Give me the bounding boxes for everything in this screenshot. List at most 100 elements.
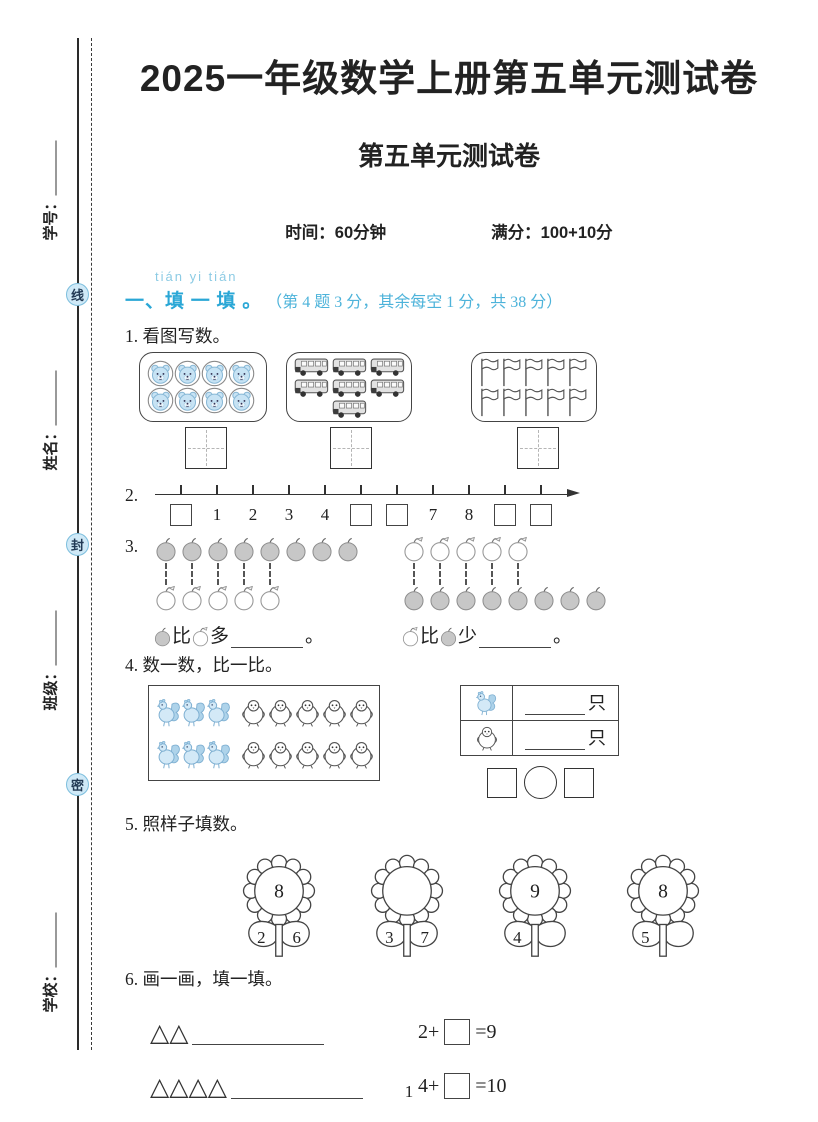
equation-right: =9 bbox=[475, 1020, 497, 1043]
white-apple-icon bbox=[180, 585, 204, 611]
equation-left: 4+ bbox=[418, 1074, 440, 1097]
score-info: 满分：100+10分 bbox=[491, 224, 613, 242]
gray-apple-icon bbox=[439, 626, 458, 647]
margin-label-text: 学号： bbox=[43, 195, 60, 241]
writing-grid-box bbox=[330, 427, 372, 469]
white-apple-icon bbox=[258, 585, 282, 611]
question-1-pictures bbox=[125, 352, 773, 422]
equation-answer-box bbox=[444, 1073, 471, 1099]
chick-icon bbox=[294, 698, 321, 727]
chick-icon bbox=[321, 698, 348, 727]
sunflower: 8 2 6 bbox=[242, 854, 316, 957]
margin-label-text: 班级： bbox=[43, 665, 60, 711]
white-apple-icon bbox=[154, 585, 178, 611]
compare-square-box bbox=[563, 767, 594, 798]
rooster-icon bbox=[476, 689, 498, 717]
gray-apple-icon bbox=[310, 536, 334, 562]
gray-fruit-row bbox=[401, 585, 609, 612]
gray-apple-icon bbox=[284, 536, 308, 562]
dashed-connector bbox=[165, 563, 167, 585]
flag-picture-box bbox=[471, 352, 597, 422]
bear-icon bbox=[228, 360, 255, 387]
chick-group bbox=[240, 740, 375, 769]
blank-line bbox=[525, 733, 585, 750]
white-apple-icon bbox=[454, 536, 478, 562]
pinyin-annotation: tián yi tián bbox=[155, 269, 238, 284]
gray-apple-icon bbox=[206, 536, 230, 562]
blank-line bbox=[525, 698, 585, 715]
blank-line bbox=[231, 629, 304, 648]
dashed-connector bbox=[191, 563, 193, 585]
question-6: 6. 画一画，填一填。 △△ 2+ =9 △△△△ 4+ =10 bbox=[125, 966, 773, 1099]
section-score-note: （第 4 题 3 分，其余每空 1 分，共 38 分） bbox=[266, 294, 563, 311]
equation-answer-box bbox=[444, 1019, 471, 1045]
bear-icon bbox=[147, 387, 174, 414]
relation-word: 多 bbox=[210, 626, 230, 647]
bear-picture-box bbox=[139, 352, 267, 422]
blank-line bbox=[479, 629, 552, 648]
number-label: 1 bbox=[212, 505, 222, 524]
tick-mark bbox=[360, 485, 362, 494]
bus-icon bbox=[330, 377, 368, 398]
triangle-icon: △ bbox=[169, 1072, 189, 1101]
compare-word: 比 bbox=[172, 626, 192, 647]
blank-line bbox=[43, 370, 57, 426]
unit-label: 只 bbox=[588, 692, 606, 713]
unit-label: 只 bbox=[588, 727, 606, 748]
question-6-label: 6. 画一画，填一填。 bbox=[125, 969, 283, 989]
leaf-value-right: 6 bbox=[293, 928, 301, 947]
margin-label-text: 姓名： bbox=[43, 425, 60, 471]
seal-badge-line: 线 bbox=[66, 283, 89, 306]
paper-content: 2025一年级数学上册第五单元测试卷 第五单元测试卷 时间：60分钟 满分：10… bbox=[125, 48, 773, 1099]
bear-icon bbox=[201, 360, 228, 387]
chick-icon bbox=[294, 740, 321, 769]
question-3: 3. 比 多 。 bbox=[125, 536, 773, 648]
tick-mark bbox=[432, 485, 434, 494]
section-heading: 一、填 一 填 。 （第 4 题 3 分，其余每空 1 分，共 38 分） bbox=[125, 286, 773, 313]
rooster-icon bbox=[157, 697, 182, 728]
bear-icon bbox=[228, 387, 255, 414]
relation-word: 少 bbox=[458, 626, 478, 647]
draw-fill-row: △△ 2+ =9 bbox=[150, 1011, 773, 1045]
bear-icon bbox=[201, 387, 228, 414]
number-line-axis bbox=[155, 489, 580, 498]
flag-icon bbox=[522, 357, 544, 387]
tick-mark bbox=[180, 485, 182, 494]
bear-icon bbox=[147, 360, 174, 387]
period: 。 bbox=[553, 626, 573, 647]
flag-icon bbox=[566, 357, 588, 387]
rooster-group bbox=[157, 739, 232, 770]
gray-apple-icon bbox=[402, 585, 426, 611]
exam-info-row: 时间：60分钟 满分：100+10分 bbox=[125, 219, 773, 243]
margin-label-name: 姓名： bbox=[40, 345, 61, 497]
number-label: 3 bbox=[284, 505, 294, 524]
blank-line bbox=[192, 1023, 325, 1045]
answer-box bbox=[170, 504, 192, 526]
margin-label-class: 班级： bbox=[40, 585, 61, 737]
rooster-icon bbox=[182, 739, 207, 770]
answer-box bbox=[350, 504, 372, 526]
blank-line bbox=[230, 1077, 363, 1099]
gray-apple-icon bbox=[153, 626, 172, 647]
tick-mark bbox=[288, 485, 290, 494]
gray-apple-icon bbox=[428, 585, 452, 611]
comparison-row bbox=[460, 766, 620, 799]
chick-icon bbox=[240, 740, 267, 769]
chick-icon bbox=[267, 740, 294, 769]
gray-apple-icon bbox=[336, 536, 360, 562]
white-apple-icon bbox=[206, 585, 230, 611]
bear-icon bbox=[174, 360, 201, 387]
question-5: 5. 照样子填数。 8 2 6 bbox=[125, 811, 773, 960]
white-apple-icon bbox=[428, 536, 452, 562]
triangle-icon: △ bbox=[150, 1072, 170, 1101]
flag-icon bbox=[478, 357, 500, 387]
blank-line bbox=[43, 140, 57, 196]
gray-apple-icon bbox=[454, 585, 478, 611]
time-info: 时间：60分钟 bbox=[285, 224, 387, 242]
blank-line bbox=[43, 610, 57, 666]
compare-word: 比 bbox=[420, 626, 440, 647]
flower-center-value: 8 bbox=[274, 881, 284, 902]
gray-apple-icon bbox=[558, 585, 582, 611]
rooster-icon bbox=[182, 697, 207, 728]
equation-left: 2+ bbox=[418, 1020, 440, 1043]
